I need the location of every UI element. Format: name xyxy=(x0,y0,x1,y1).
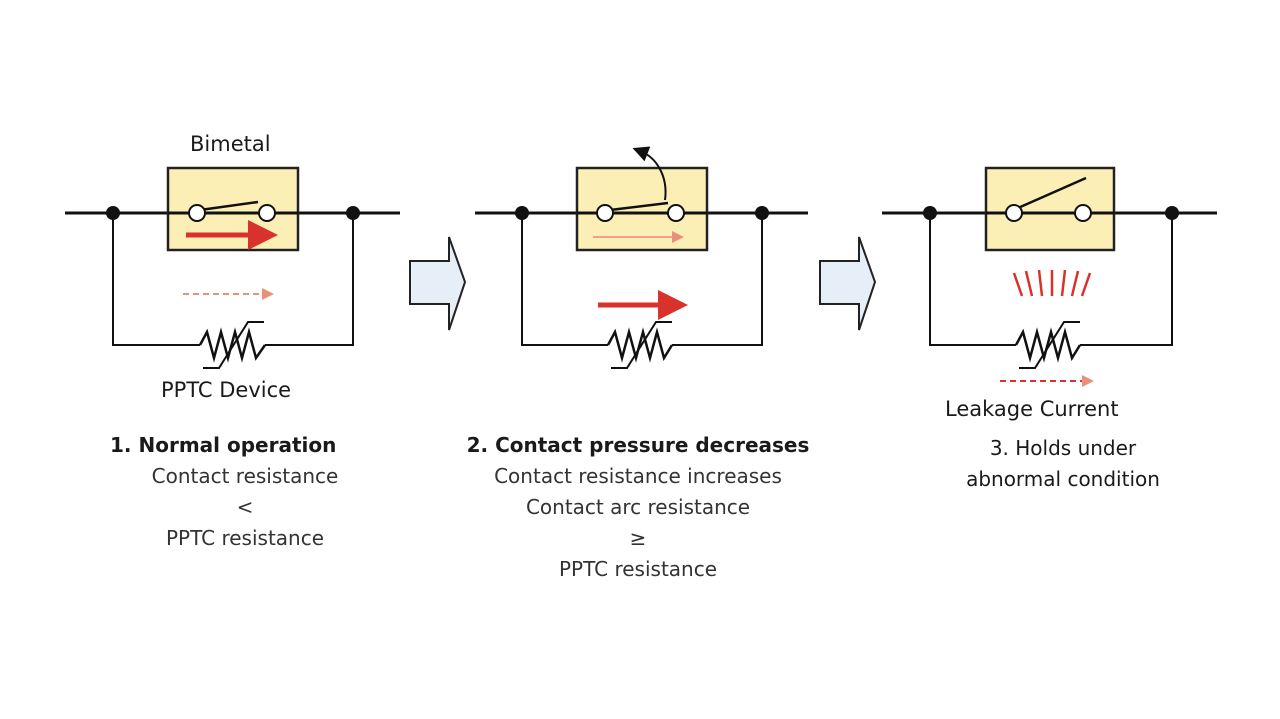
stage-3-circuit xyxy=(882,166,1217,387)
switch-contact xyxy=(188,204,206,222)
stage-arrow-1 xyxy=(409,236,467,331)
stage-2-circuit xyxy=(475,146,808,369)
pptc-resistor xyxy=(198,327,267,363)
stage-1-line: < xyxy=(236,495,254,519)
bypass-wire-left xyxy=(112,213,200,346)
stage-2-caption: 2. Contact pressure decreases Contact re… xyxy=(438,430,838,585)
stage-2-line: ≥ xyxy=(629,526,647,550)
stage-3-caption: 3. Holds under abnormal condition xyxy=(913,433,1213,495)
stage-2-title: 2. Contact pressure decreases xyxy=(466,433,810,457)
pptc-resistor-slash xyxy=(203,321,264,369)
pptc-resistor-slash xyxy=(1019,321,1080,369)
stage-1-line: PPTC resistance xyxy=(165,526,325,550)
switch-contact xyxy=(1074,204,1092,222)
stage-3-title: 3. Holds under xyxy=(989,436,1137,460)
switch-blade xyxy=(609,201,669,212)
stage-2-line: PPTC resistance xyxy=(558,557,718,581)
bimetal-bend-arrow xyxy=(632,146,667,201)
leakage-current-label: Leakage Current xyxy=(945,397,1119,421)
junction-dot xyxy=(346,206,360,220)
stage-3-line: abnormal condition xyxy=(966,467,1160,491)
block-arrow-right xyxy=(819,236,877,331)
bypass-wire-left xyxy=(929,213,1016,346)
junction-dot xyxy=(1165,206,1179,220)
junction-dot xyxy=(515,206,529,220)
pptc-device-label: PPTC Device xyxy=(161,378,292,402)
junction-dot xyxy=(106,206,120,220)
junction-dot xyxy=(923,206,937,220)
bypass-wire-right xyxy=(672,213,763,346)
switch-blade-open xyxy=(1017,176,1087,210)
junction-dot xyxy=(755,206,769,220)
bypass-wire-left xyxy=(521,213,608,346)
bimetal-box xyxy=(984,166,1116,252)
bimetal-label: Bimetal xyxy=(190,132,271,156)
switch-contact xyxy=(667,204,685,222)
stage-1-line: Contact resistance xyxy=(151,464,339,488)
stage-2-line: Contact arc resistance xyxy=(525,495,751,519)
switch-contact xyxy=(258,204,276,222)
stage-1-title: 1. Normal operation xyxy=(110,433,337,457)
stage-2-line: Contact resistance increases xyxy=(494,464,782,488)
bypass-wire-right xyxy=(1080,213,1173,346)
block-arrow-right xyxy=(409,236,467,331)
switch-contact xyxy=(1005,204,1023,222)
pptc-resistor xyxy=(1014,327,1082,363)
stage-1-circuit xyxy=(65,166,400,369)
pptc-resistor-slash xyxy=(611,321,672,369)
heat-lines xyxy=(1012,269,1092,297)
bypass-wire-right xyxy=(265,213,354,346)
stage-1-details: Contact resistance < PPTC resistance xyxy=(95,461,395,554)
bimetal-box xyxy=(166,166,300,252)
switch-blade-closed xyxy=(199,200,259,212)
stage-1-caption: 1. Normal operation xyxy=(110,430,410,461)
switch-contact xyxy=(596,204,614,222)
pptc-resistor xyxy=(606,327,674,363)
stage-arrow-2 xyxy=(819,236,877,331)
